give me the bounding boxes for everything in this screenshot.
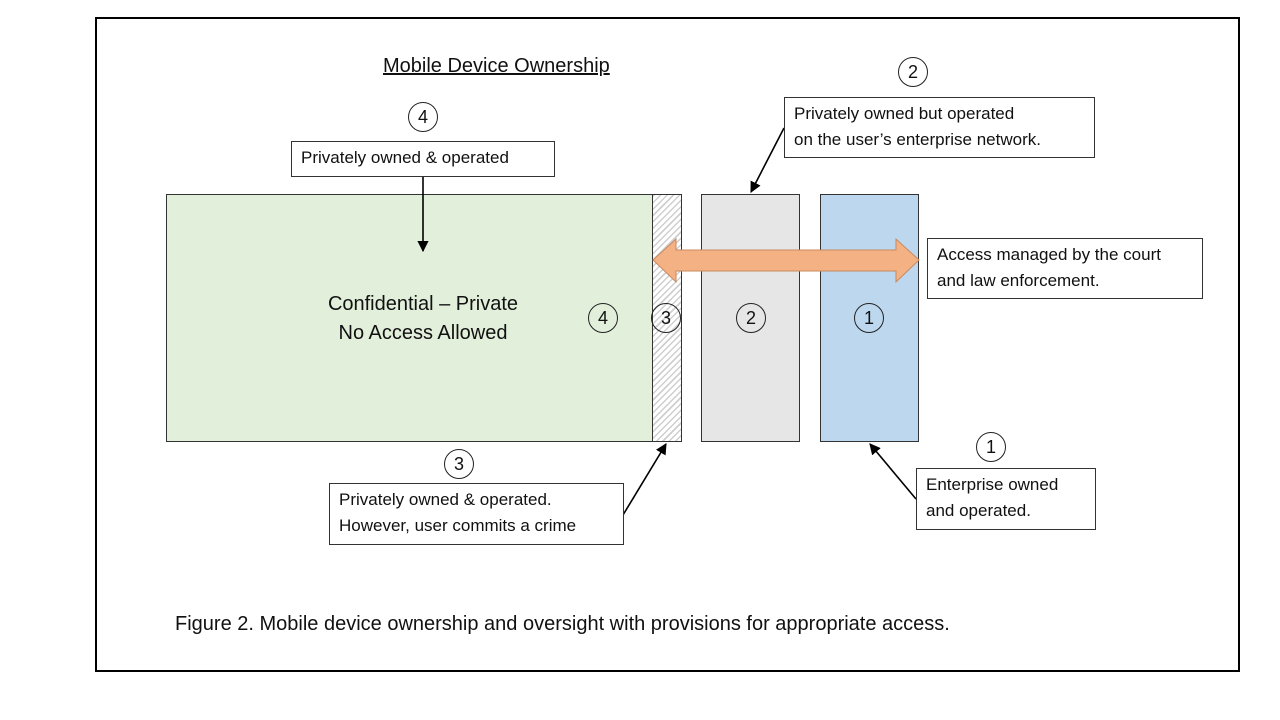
- callout-zone2: Privately owned but operated on the user…: [784, 97, 1095, 158]
- zone-1-number-badge: 1: [854, 303, 884, 333]
- callout-4-number-badge: 4: [408, 102, 438, 132]
- callout-zone4-line-1: Privately owned & operated: [301, 148, 509, 167]
- callout-3-number-badge: 3: [444, 449, 474, 479]
- zone-4-private: [166, 194, 653, 442]
- zone-2-number-badge: 2: [736, 303, 766, 333]
- callout-access-line-2: and law enforcement.: [937, 271, 1100, 290]
- callout-1-number-badge: 1: [976, 432, 1006, 462]
- callout-zone2-line-2: on the user’s enterprise network.: [794, 130, 1041, 149]
- zone-3-number-badge: 3: [651, 303, 681, 333]
- callout-zone1-line-1: Enterprise owned: [926, 475, 1059, 494]
- callout-zone4: Privately owned & operated: [291, 141, 555, 177]
- callout-zone1-line-2: and operated.: [926, 501, 1031, 520]
- diagram-title: Mobile Device Ownership: [383, 55, 610, 77]
- callout-access-line-1: Access managed by the court: [937, 245, 1161, 264]
- main-zone-text: Confidential – Private No Access Allowed: [266, 290, 580, 348]
- main-zone-line-1: Confidential – Private: [327, 293, 519, 315]
- callout-zone3-line-2: However, user commits a crime: [339, 516, 577, 535]
- callout-2-number-badge: 2: [898, 57, 928, 87]
- figure-caption: Figure 2. Mobile device ownership and ov…: [175, 613, 950, 635]
- main-zone-line-2: No Access Allowed: [338, 322, 508, 344]
- callout-access: Access managed by the court and law enfo…: [927, 238, 1203, 299]
- zone-4-number-badge: 4: [588, 303, 618, 333]
- callout-zone1: Enterprise owned and operated.: [916, 468, 1096, 530]
- figure-frame: [95, 17, 1240, 672]
- callout-zone3-line-1: Privately owned & operated.: [339, 490, 552, 509]
- callout-zone3: Privately owned & operated. However, use…: [329, 483, 624, 545]
- callout-zone2-line-1: Privately owned but operated: [794, 104, 1015, 123]
